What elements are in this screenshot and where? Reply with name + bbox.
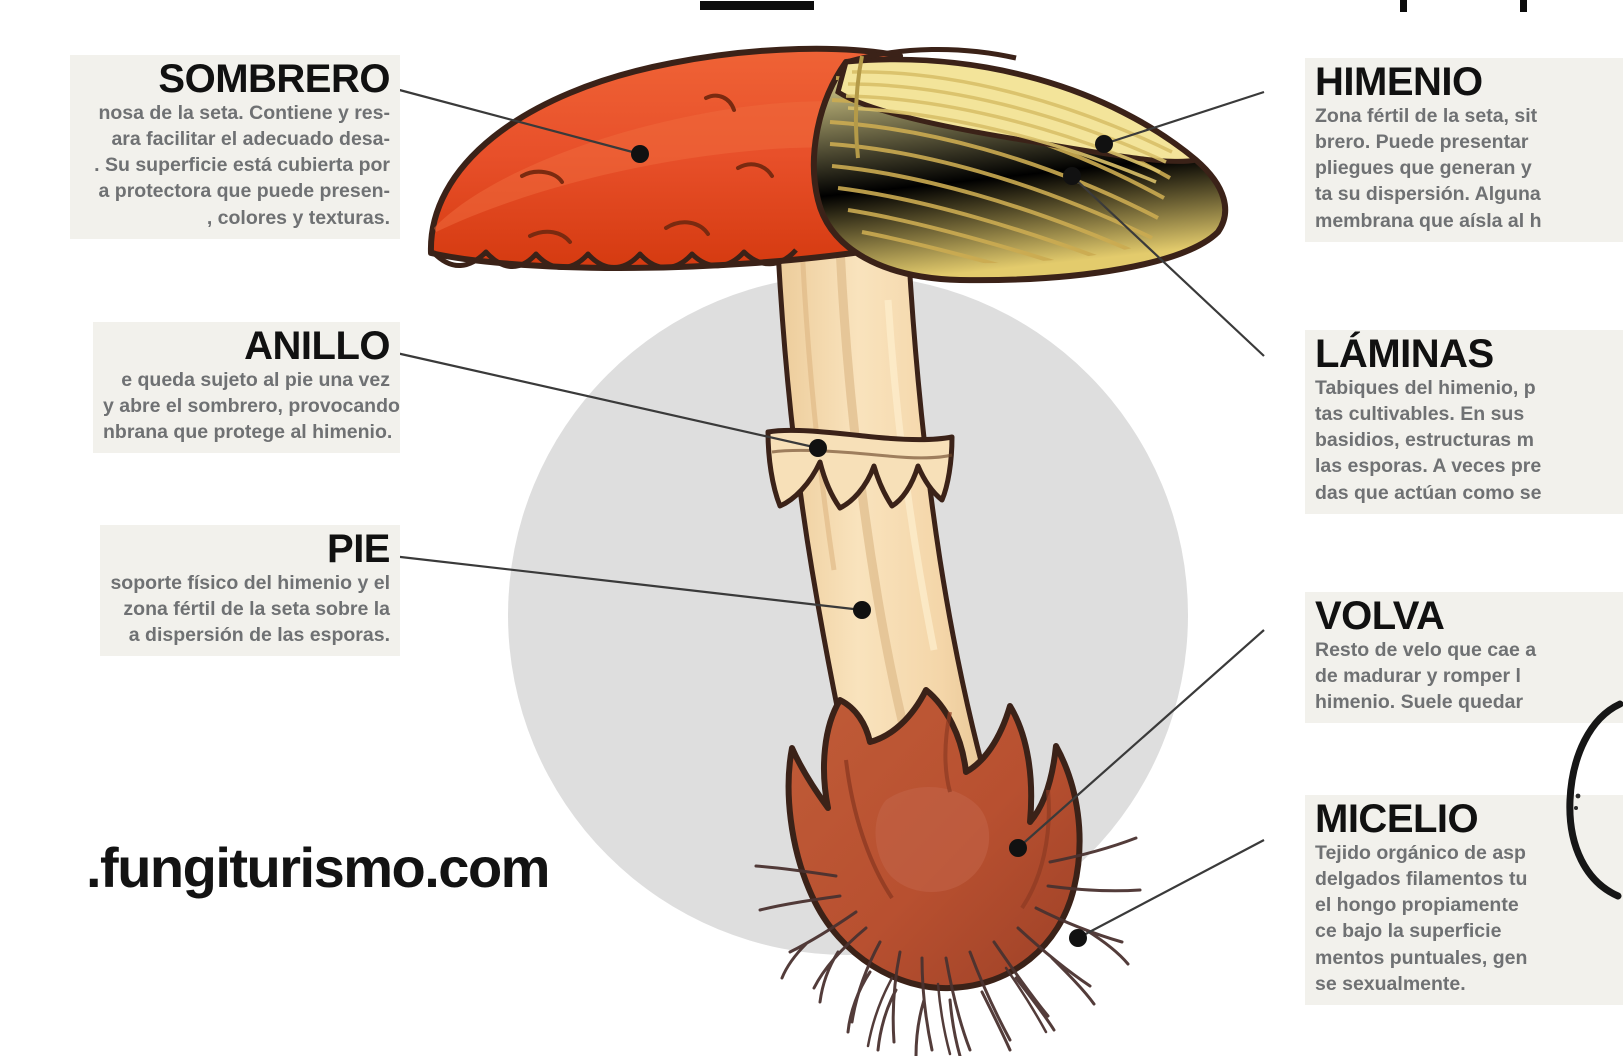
hotspot-laminas: [1063, 167, 1081, 185]
top-tick-mark-2: [1520, 0, 1527, 12]
leader-line-micelio: [1077, 839, 1265, 939]
body-line: mentos puntuales, gen: [1315, 946, 1528, 969]
body-line: nbrana que protege al himenio.: [103, 421, 393, 444]
body-line: tas cultivables. En sus: [1315, 403, 1525, 426]
callout-anillo-body: e queda sujeto al pie una vez y abre el …: [103, 367, 400, 446]
hotspot-himenio: [1095, 135, 1113, 153]
body-line: y abre el sombrero, provocando: [103, 395, 400, 418]
body-line: se sexualmente.: [1315, 972, 1466, 995]
callout-sombrero: SOMBRERO nosa de la seta. Contiene y res…: [70, 55, 400, 239]
body-line: pliegues que generan y: [1315, 157, 1532, 180]
body-line: Zona fértil de la seta, sit: [1315, 104, 1538, 127]
callout-volva-body: Resto de velo que cae a de madurar y rom…: [1315, 637, 1613, 716]
body-line: das que actúan como se: [1315, 481, 1542, 504]
body-line: membrana que aísla al h: [1315, 209, 1542, 232]
leader-line-himenio: [1103, 90, 1265, 146]
body-line: Resto de velo que cae a: [1315, 638, 1537, 661]
hotspot-sombrero: [631, 145, 649, 163]
body-line: zona fértil de la seta sobre la: [123, 598, 390, 621]
callout-anillo-title: ANILLO: [244, 324, 390, 368]
leader-line-sombrero: [391, 86, 641, 156]
backdrop-circle: [508, 275, 1188, 955]
body-line: Tabiques del himenio, p: [1315, 376, 1536, 399]
leader-line-laminas: [1071, 175, 1265, 357]
corner-logo-arc: [1566, 700, 1623, 900]
body-line: soporte físico del himenio y el: [110, 571, 390, 594]
callout-laminas: LÁMINAS Tabiques del himenio, p tas cult…: [1305, 330, 1623, 514]
callout-himenio: HIMENIO Zona fértil de la seta, sit brer…: [1305, 58, 1623, 242]
body-line: a dispersión de las esporas.: [128, 624, 390, 647]
callout-sombrero-title: SOMBRERO: [158, 57, 390, 101]
body-line: a protectora que puede presen-: [98, 180, 390, 203]
body-line: , colores y texturas.: [206, 206, 390, 229]
callout-micelio-title: MICELIO: [1315, 797, 1479, 841]
body-line: delgados filamentos tu: [1315, 868, 1528, 891]
body-line: Tejido orgánico de asp: [1315, 841, 1526, 864]
body-line: basidios, estructuras m: [1315, 429, 1534, 452]
body-line: himenio. Suele quedar: [1315, 691, 1524, 714]
callout-pie: PIE soporte físico del himenio y el zona…: [100, 525, 400, 657]
callout-himenio-body: Zona fértil de la seta, sit brero. Puede…: [1315, 103, 1613, 234]
body-line: ara facilitar el adecuado desa-: [111, 128, 390, 151]
body-line: ta su dispersión. Alguna: [1315, 183, 1541, 206]
body-line: las esporas. A veces pre: [1315, 455, 1542, 478]
callout-laminas-body: Tabiques del himenio, p tas cultivables.…: [1315, 375, 1613, 506]
body-line: nosa de la seta. Contiene y res-: [98, 101, 390, 124]
callout-pie-title: PIE: [327, 527, 390, 571]
callout-laminas-title: LÁMINAS: [1315, 332, 1494, 376]
body-line: . Su superficie está cubierta por: [94, 154, 390, 177]
top-tick-mark-1: [1400, 0, 1407, 12]
site-url-watermark: .fungiturismo.com: [86, 836, 550, 899]
callout-volva-title: VOLVA: [1315, 594, 1445, 638]
top-underline-rule: [700, 1, 814, 10]
hotspot-micelio: [1069, 929, 1087, 947]
callout-himenio-title: HIMENIO: [1315, 60, 1483, 104]
callout-micelio-body: Tejido orgánico de asp delgados filament…: [1315, 840, 1613, 997]
body-line: brero. Puede presentar: [1315, 131, 1529, 154]
body-line: ce bajo la superficie: [1315, 920, 1502, 943]
callout-pie-body: soporte físico del himenio y el zona fér…: [110, 570, 390, 649]
body-line: de madurar y romper l: [1315, 665, 1521, 688]
body-line: el hongo propiamente: [1315, 894, 1519, 917]
callout-volva: VOLVA Resto de velo que cae a de madurar…: [1305, 592, 1623, 724]
body-line: e queda sujeto al pie una vez: [121, 368, 390, 391]
callout-sombrero-body: nosa de la seta. Contiene y res- ara fac…: [80, 100, 390, 231]
callout-anillo: ANILLO e queda sujeto al pie una vez y a…: [93, 322, 400, 454]
